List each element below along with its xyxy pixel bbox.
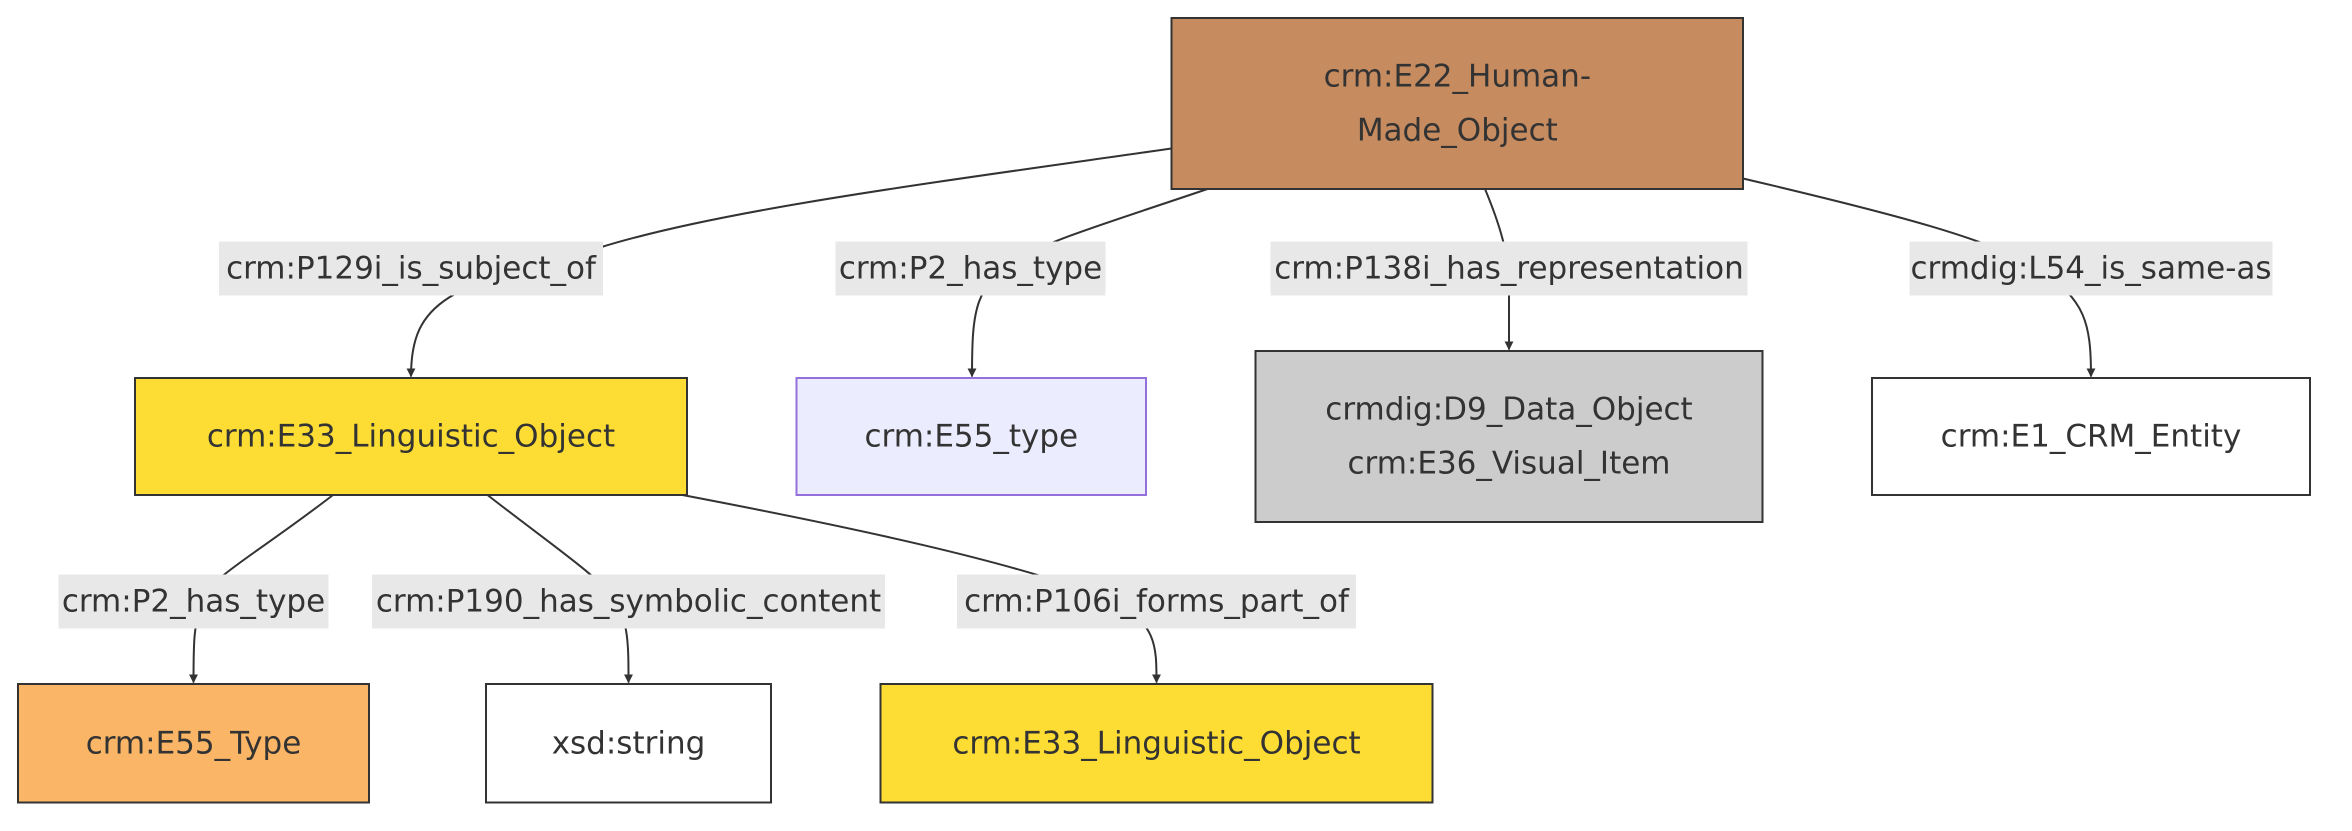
edge-p2-bottom-label: crm:P2_has_type	[58, 574, 329, 629]
node-e55-type-upper[interactable]: crm:E55_Type	[17, 683, 370, 804]
edge-p129i-line	[406, 147, 1172, 378]
edge-p2-top-label: crm:P2_has_type	[835, 241, 1106, 296]
edge-p190-label-bg	[372, 574, 885, 629]
node-data-object-box	[1254, 350, 1764, 523]
node-linguistic-object[interactable]: crm:E33_Linguistic_Object	[134, 377, 688, 496]
edge-p2-top-label-text: crm:P2_has_type	[839, 251, 1102, 287]
node-linguistic-object-2-box	[879, 683, 1434, 804]
node-xsd-string[interactable]: xsd:string	[485, 683, 772, 804]
edge-p106i-label-bg	[957, 574, 1356, 629]
edge-p2-bottom-label-text: crm:P2_has_type	[62, 584, 325, 620]
edge-p2-top-label-bg	[835, 241, 1106, 296]
edge-p190-label: crm:P190_has_symbolic_content	[372, 574, 885, 629]
node-e55-type-upper-label-line-1: crm:E55_Type	[86, 725, 302, 761]
node-crm-entity-label-line-1: crm:E1_CRM_Entity	[1941, 419, 2242, 455]
node-xsd-string-label-line-1: xsd:string	[552, 725, 706, 761]
node-linguistic-object-label-line-1: crm:E33_Linguistic_Object	[207, 419, 615, 455]
edge-p129i-label: crm:P129i_is_subject_of	[219, 241, 603, 296]
node-human-made-object[interactable]: crm:E22_Human- Made_Object	[1170, 17, 1744, 190]
node-human-made-object-label-line-1: crm:E22_Human-	[1324, 59, 1591, 95]
edge-p190-label-text: crm:P190_has_symbolic_content	[376, 584, 881, 620]
edge-l54-label: crmdig:L54_is_same-as	[1909, 241, 2273, 296]
node-xsd-string-box	[485, 683, 772, 804]
edge-l54-label-bg	[1909, 241, 2273, 296]
node-data-object-label-line-2: crm:E36_Visual_Item	[1347, 446, 1670, 482]
edge-p106i-label: crm:P106i_forms_part_of	[957, 574, 1356, 629]
edge-p106i-label-text: crm:P106i_forms_part_of	[964, 584, 1350, 620]
node-e55-type-upper-box	[17, 683, 370, 804]
node-crm-entity-box	[1871, 377, 2311, 496]
node-data-object[interactable]: crmdig:D9_Data_Object crm:E36_Visual_Item	[1254, 350, 1764, 523]
node-e55-type[interactable]: crm:E55_type	[795, 377, 1147, 496]
edge-l54-label-text: crmdig:L54_is_same-as	[1910, 251, 2271, 287]
edge-p129i-label-bg	[219, 241, 603, 296]
node-human-made-object-box	[1170, 17, 1744, 190]
edge-p129i-label-text: crm:P129i_is_subject_of	[226, 251, 597, 287]
edge-p138i-label: crm:P138i_has_representation	[1270, 241, 1748, 296]
node-crm-entity[interactable]: crm:E1_CRM_Entity	[1871, 377, 2311, 496]
node-linguistic-object-box	[134, 377, 688, 496]
node-human-made-object-label-line-2: Made_Object	[1357, 113, 1558, 149]
node-linguistic-object-2-label-line-1: crm:E33_Linguistic_Object	[952, 725, 1360, 761]
node-data-object-label-line-1: crmdig:D9_Data_Object	[1325, 392, 1692, 428]
node-e55-type-label-line-1: crm:E55_type	[864, 419, 1078, 455]
edge-p138i-label-bg	[1270, 241, 1748, 296]
node-e55-type-box	[795, 377, 1147, 496]
node-linguistic-object-2[interactable]: crm:E33_Linguistic_Object	[879, 683, 1434, 804]
edge-p138i-label-text: crm:P138i_has_representation	[1274, 251, 1744, 287]
edge-p2-bottom-label-bg	[58, 574, 329, 629]
